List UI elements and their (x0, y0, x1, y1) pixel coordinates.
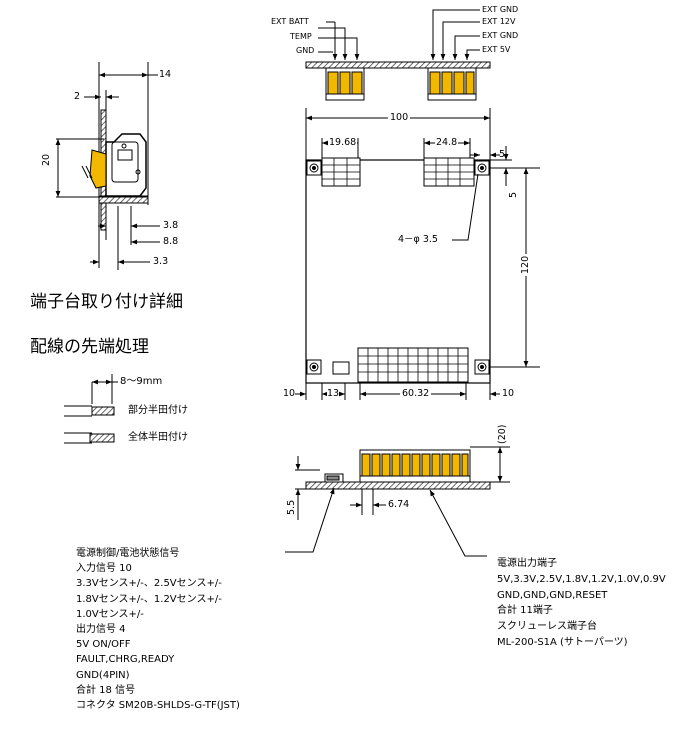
top-connector-view (305, 9, 491, 101)
hole-label: 4－φ 3.5 (398, 234, 438, 245)
right-spec-block: 電源出力端子 5V,3.3V,2.5V,1.8V,1.2V,1.0V,0.9V … (497, 556, 666, 651)
dim-13: 13 (327, 388, 340, 399)
left-spec-line: 入力信号 10 (76, 563, 132, 575)
right-spec-line: 合計 11端子 (497, 605, 553, 617)
board-top-view (295, 108, 540, 400)
dim-strip-length: 8～9mm (120, 376, 163, 387)
left-spec-line: 1.0Vセンス+/- (76, 608, 144, 620)
label-ext-5v: EXT 5V (482, 45, 511, 54)
dim-6-74: 6.74 (388, 499, 410, 510)
right-spec-line: 電源出力端子 (497, 558, 557, 569)
left-spec-line: 5V ON/OFF (76, 639, 131, 651)
left-spec-line: FAULT,CHRG,READY (76, 654, 175, 666)
left-spec-line: 3.3Vセンス+/-、2.5Vセンス+/- (76, 578, 222, 590)
dim-5-right: 5 (499, 149, 506, 160)
dim-3-8: 3.8 (163, 220, 179, 231)
dim-8-8: 8.8 (163, 236, 179, 247)
label-ext-gnd-1: EXT GND (482, 5, 519, 14)
mount-detail (55, 62, 160, 270)
right-spec-line: スクリューレス端子台 (497, 621, 597, 633)
dim-14: 14 (159, 69, 172, 80)
label-partial-solder: 部分半田付け (128, 405, 188, 416)
dim-20-paren: (20) (497, 424, 508, 444)
left-spec-line: 出力信号 4 (76, 624, 126, 636)
board-side-view (285, 446, 510, 557)
dim-5-5: 5.5 (286, 499, 297, 515)
left-spec-line: GND(4PIN) (76, 669, 130, 681)
left-spec-line: 電源制御/電池状態信号 (76, 548, 180, 559)
dim-24-8: 24.8 (435, 137, 459, 148)
dim-20: 20 (41, 153, 52, 166)
dim-2: 2 (74, 91, 81, 102)
dim-10-left: 10 (283, 388, 296, 399)
dim-60-32: 60.32 (400, 388, 432, 399)
left-spec-block: 電源制御/電池状態信号 入力信号 10 3.3Vセンス+/-、2.5Vセンス+/… (76, 546, 240, 713)
label-ext-12v: EXT 12V (482, 17, 516, 26)
dim-3-3: 3.3 (153, 256, 169, 267)
right-spec-line: ML-200-S1A (サトーパーツ) (497, 636, 628, 648)
heading-mount-detail: 端子台取り付け詳細 (30, 292, 183, 312)
dim-10-right: 10 (502, 388, 515, 399)
dim-100: 100 (388, 112, 411, 123)
left-spec-line: 1.8Vセンス+/-、1.2Vセンス+/- (76, 593, 222, 605)
left-spec-line: 合計 18 信号 (76, 684, 136, 696)
wire-detail (64, 374, 118, 444)
right-spec-line: GND,GND,GND,RESET (497, 589, 608, 601)
dim-5-vertical: 5 (508, 191, 519, 198)
label-temp: TEMP (290, 32, 312, 41)
label-full-solder: 全体半田付け (128, 432, 188, 443)
label-ext-gnd-2: EXT GND (482, 31, 519, 40)
left-spec-line: コネクタ SM20B-SHLDS-G-TF(JST) (76, 700, 240, 712)
right-spec-line: 5V,3.3V,2.5V,1.8V,1.2V,1.0V,0.9V (497, 573, 666, 585)
label-ext-batt: EXT BATT (271, 17, 309, 26)
label-gnd: GND (296, 46, 315, 55)
heading-wire-treatment: 配線の先端処理 (30, 337, 149, 357)
dim-19-68: 19.68 (328, 137, 358, 148)
dim-120: 120 (520, 253, 531, 276)
